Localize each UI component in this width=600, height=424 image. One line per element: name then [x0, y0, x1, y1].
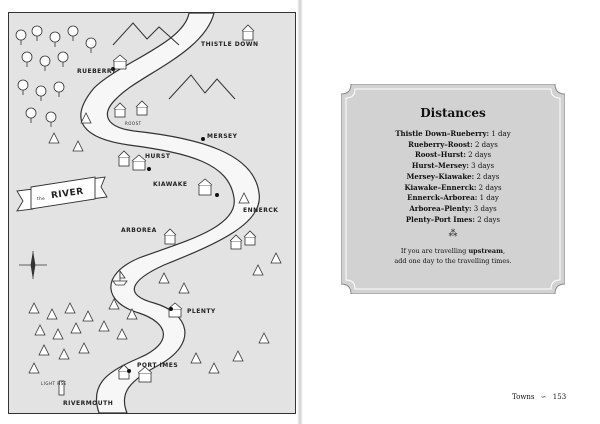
forest-north — [15, 25, 97, 127]
label-ennerck: ENNERCK — [243, 207, 279, 214]
mountains — [112, 22, 236, 100]
list-item: Mersey–Kiawake: 2 days — [406, 171, 500, 181]
list-item: Roost–Hurst: 2 days — [414, 150, 492, 160]
list-item: Ennerck–Arborea: 1 day — [407, 193, 499, 203]
label-arborea: ARBOREA — [121, 227, 157, 234]
card-frame — [341, 84, 565, 294]
label-kiawake: KIAWAKE — [153, 181, 188, 188]
list-item: Arborea–Plenty: 3 days — [409, 203, 497, 213]
boat — [112, 269, 128, 286]
river — [80, 13, 260, 413]
river-banner — [16, 176, 108, 212]
town-markers — [111, 67, 219, 373]
list-item: Kiawake–Ennerck: 2 days — [404, 182, 502, 192]
label-roost: ROOST — [125, 121, 142, 126]
list-item: Rueberry–Roost: 2 days — [408, 139, 498, 149]
list-item: Thistle Down–Rueberry: 1 day — [395, 129, 511, 138]
label-plenty: PLENTY — [187, 308, 216, 315]
label-lighthouse: LIGHT HSE — [41, 381, 67, 386]
section-name: Towns — [512, 393, 535, 401]
river-map: THISTLE DOWN RUEBERRY ROOST MERSEY HURST… — [8, 12, 296, 414]
forest-south — [28, 112, 282, 374]
label-thistle-down: THISTLE DOWN — [201, 41, 259, 48]
book-gutter — [297, 0, 303, 424]
label-hurst: HURST — [145, 153, 171, 160]
ornament-icon: ⁂ — [448, 229, 458, 239]
upstream-note: If you are travelling upstream, add one … — [394, 247, 512, 265]
distances-list: Thistle Down–Rueberry: 1 day Rueberry–Ro… — [341, 129, 565, 225]
separator-icon: ∽ — [540, 393, 547, 401]
page-footer: Towns ∽ 153 — [512, 393, 566, 401]
label-rivermouth: RIVERMOUTH — [63, 400, 114, 407]
distances-card: Distances Thistle Down–Rueberry: 1 day R… — [341, 84, 565, 294]
map-illustration — [15, 13, 282, 413]
houses — [58, 24, 257, 396]
compass — [19, 251, 47, 279]
label-mersey: MERSEY — [207, 133, 238, 140]
list-item: Hurst–Mersey: 3 days — [411, 161, 495, 171]
list-item: Plenty–Port Imes: 2 days — [405, 214, 501, 224]
banner-prefix: the — [37, 196, 46, 201]
label-port-imes: PORT IMES — [137, 362, 179, 369]
label-rueberry: RUEBERRY — [77, 68, 117, 75]
distances-title: Distances — [420, 106, 486, 120]
page-number: 153 — [552, 393, 567, 401]
